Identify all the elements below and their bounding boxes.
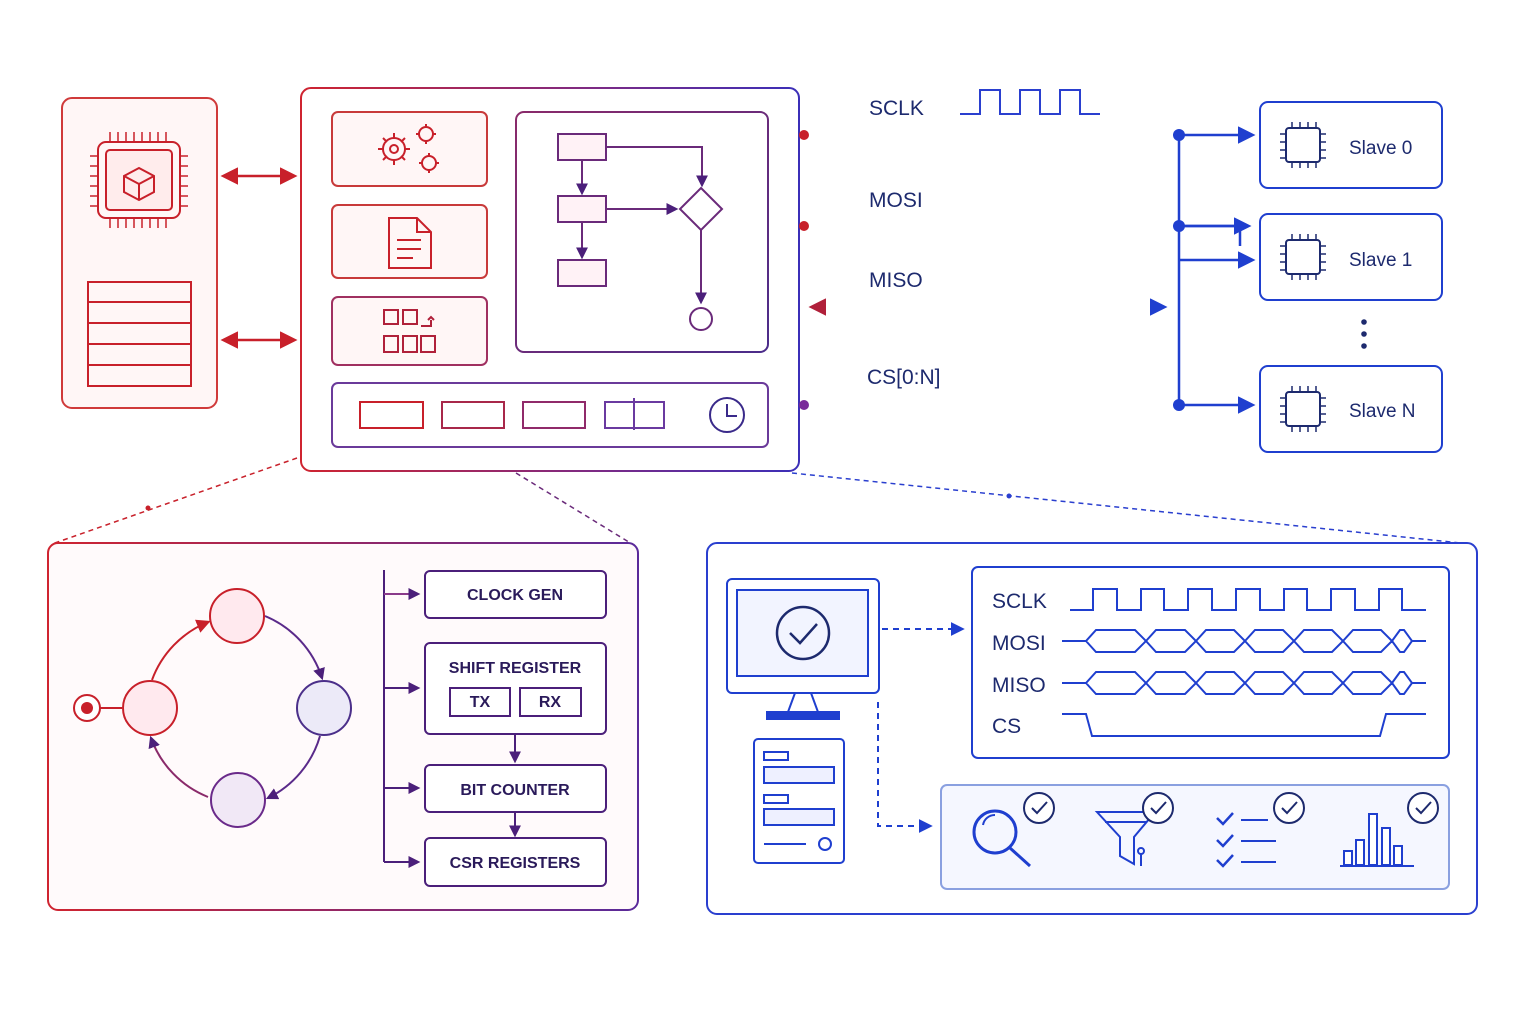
csr-registers-block: [424, 837, 607, 887]
signal-label-cs: CS[0:N]: [867, 366, 941, 389]
csr-registers-label: CSR REGISTERS: [450, 855, 581, 872]
spi-controller-panel: [300, 87, 800, 472]
bit-counter-label: BIT COUNTER: [460, 782, 570, 799]
shift-register-label: SHIFT REGISTER: [449, 660, 582, 677]
slave-label: Slave 1: [1349, 250, 1412, 271]
more-slaves-ellipsis: [1361, 319, 1367, 349]
magnifier-icon: [972, 809, 1032, 868]
mosi-waveform: [1062, 629, 1426, 653]
document-tile: [331, 204, 488, 279]
wave-label-mosi: MOSI: [992, 632, 1046, 655]
rx-label: RX: [539, 694, 562, 711]
zoom-connectors: [51, 457, 1471, 545]
verification-panel: SCLK MOSI MISO CS: [706, 542, 1478, 915]
controller-internals-panel: CLOCK GEN SHIFT REGISTER TX RX BIT COUNT…: [47, 542, 639, 911]
grid-icon: [383, 309, 436, 353]
status-bar: [331, 382, 769, 448]
slave-label: Slave 0: [1349, 138, 1412, 159]
flowchart-tile: [515, 111, 769, 353]
chip-icon: [1280, 234, 1326, 280]
grid-tile: [331, 296, 488, 366]
clock-gen-label: CLOCK GEN: [467, 587, 563, 604]
analysis-tools-panel: [940, 784, 1450, 890]
signal-label-sclk: SCLK: [869, 97, 924, 120]
state-node: [122, 680, 178, 736]
bit-counter-block: [424, 764, 607, 813]
state-node: [209, 588, 265, 644]
monitor-icon: [726, 578, 880, 720]
state-node: [210, 772, 266, 828]
state-node: [296, 680, 352, 736]
miso-waveform: [1062, 671, 1426, 695]
host-bus-arrows: [220, 167, 298, 349]
wave-label-sclk: SCLK: [992, 590, 1047, 613]
check-badge-icon: [1407, 792, 1439, 824]
tx-block: [449, 687, 511, 717]
bar-chart-icon: [1340, 813, 1414, 867]
cs-waveform: [1062, 713, 1426, 737]
chip-icon: [1280, 386, 1326, 432]
spi-bus: SCLK MOSI MISO CS[0:N]: [799, 89, 1256, 414]
state-machine: [73, 588, 352, 828]
slave-1: Slave 1: [1259, 213, 1443, 301]
signal-label-mosi: MOSI: [869, 189, 923, 212]
gears-icon: [378, 124, 439, 173]
sclk-pulse-icon: [960, 89, 1100, 115]
processor-chip-icon: [90, 132, 188, 228]
flowchart-icon: [557, 133, 724, 331]
check-badge-icon: [1142, 792, 1174, 824]
host-panel: [61, 97, 218, 409]
check-badge-icon: [1273, 792, 1305, 824]
signal-label-miso: MISO: [869, 269, 923, 292]
clock-icon: [709, 397, 745, 433]
rx-block: [519, 687, 582, 717]
wave-label-miso: MISO: [992, 674, 1046, 697]
status-slots: [359, 398, 665, 430]
check-badge-icon: [1023, 792, 1055, 824]
slave-n: Slave N: [1259, 365, 1443, 453]
sclk-waveform: [1070, 588, 1426, 611]
server-icon: [753, 738, 845, 864]
checklist-icon: [1216, 812, 1276, 868]
wave-label-cs: CS: [992, 715, 1021, 738]
slave-label: Slave N: [1349, 401, 1416, 422]
document-icon: [388, 217, 432, 269]
clock-gen-block: [424, 570, 607, 619]
memory-block-icon: [87, 281, 192, 387]
chip-icon: [1280, 122, 1326, 168]
cube-icon: [123, 166, 155, 202]
check-circle-icon: [775, 605, 831, 661]
internal-bus: [383, 570, 521, 868]
waveform-panel: [971, 566, 1450, 759]
tx-label: TX: [470, 694, 491, 711]
slave-0: Slave 0: [1259, 101, 1443, 189]
